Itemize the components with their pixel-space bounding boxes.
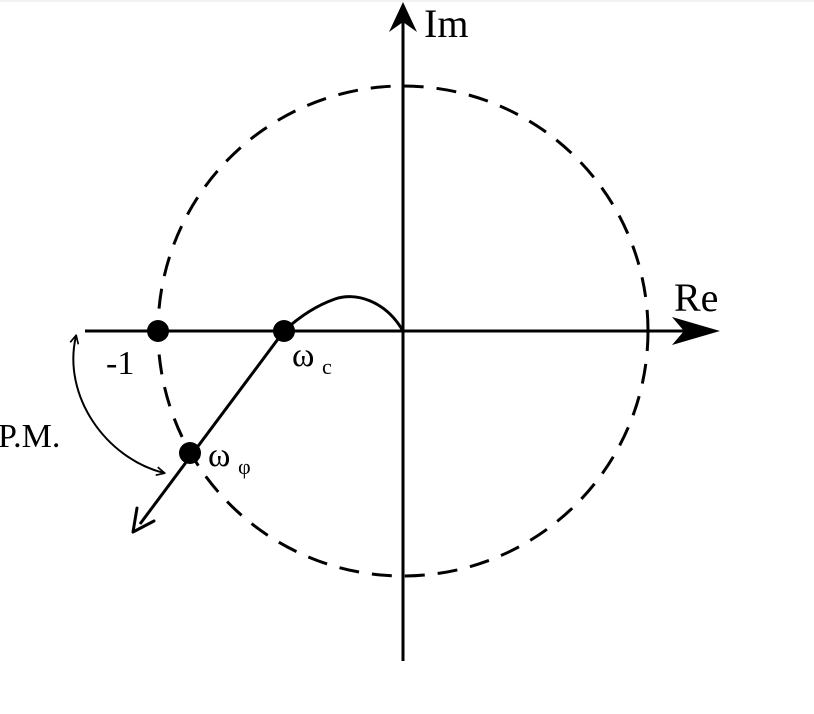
- omega-c-subscript: c: [322, 354, 332, 379]
- minus-one-label: -1: [106, 345, 134, 382]
- phase-margin-arc: [73, 336, 164, 473]
- point-minus-one: [147, 320, 169, 342]
- omega-c-label: ω c: [292, 337, 332, 379]
- omega-c-base: ω: [292, 337, 314, 374]
- im-axis-label: Im: [424, 1, 468, 46]
- nyquist-curve-tail: [138, 330, 286, 525]
- omega-phi-base: ω: [208, 437, 230, 474]
- nyquist-curve-arrowhead: [131, 506, 156, 534]
- nyquist-curve-arc: [282, 295, 405, 333]
- omega-phi-label: ω φ: [208, 437, 251, 479]
- point-omega-phi: [179, 442, 201, 464]
- real-axis-arrowhead: [672, 317, 720, 345]
- point-omega-c: [273, 320, 295, 342]
- phase-margin-label: P.M.: [0, 418, 60, 455]
- re-axis-label: Re: [674, 275, 718, 320]
- imaginary-axis-arrowhead: [389, 2, 417, 32]
- omega-phi-subscript: φ: [238, 454, 251, 479]
